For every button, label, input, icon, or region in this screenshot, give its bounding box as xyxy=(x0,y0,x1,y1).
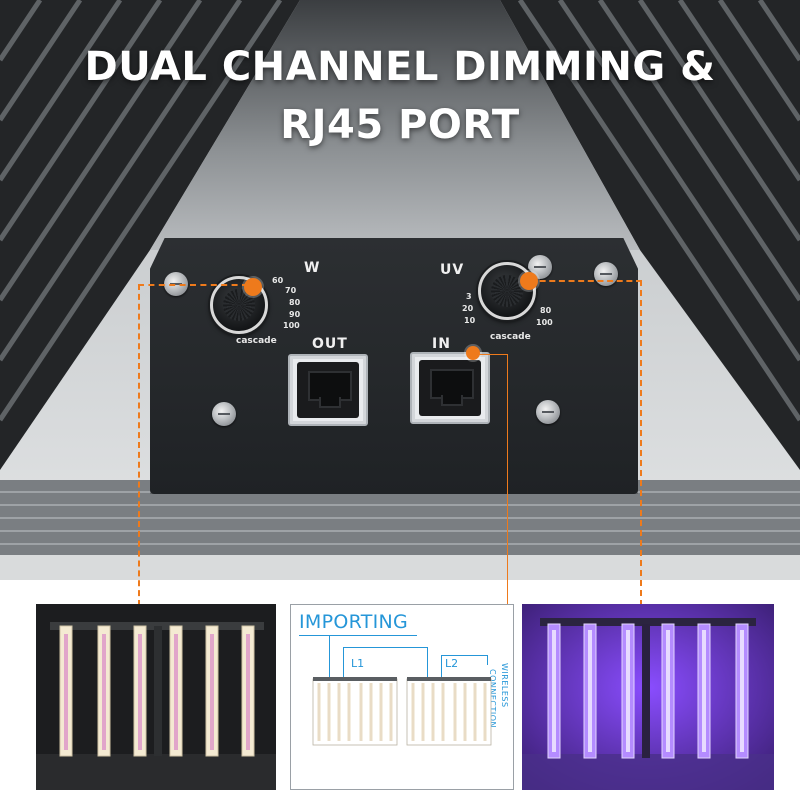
screw-icon xyxy=(594,262,618,286)
rj45-port-icon[interactable] xyxy=(288,354,368,426)
uv-light-photo xyxy=(522,604,774,790)
wireless-label: WIRELESS xyxy=(500,663,509,708)
uv-channel-label: UV xyxy=(440,262,465,278)
screw-icon xyxy=(536,400,560,424)
uv-dimmer-knob[interactable] xyxy=(478,262,536,320)
in-connector-drop xyxy=(507,354,508,606)
grow-light-photo xyxy=(0,0,800,580)
uv-fixture-image xyxy=(522,604,774,790)
title-underline xyxy=(299,635,417,636)
wire-6 xyxy=(441,655,442,679)
controller-panel xyxy=(150,238,638,494)
in-marker-dot xyxy=(466,346,480,360)
uv-scale-20: 20 xyxy=(462,304,474,313)
w-scale-80: 80 xyxy=(289,298,301,307)
wire-4 xyxy=(427,647,428,679)
l1-label: L1 xyxy=(351,657,365,670)
uv-connector-drop xyxy=(640,280,642,606)
rj45-out-socket xyxy=(297,362,359,418)
out-port-label: OUT xyxy=(312,336,348,352)
diagram-title: IMPORTING xyxy=(299,611,409,633)
headline-line-1: DUAL CHANNEL DIMMING & xyxy=(84,44,716,90)
in-port-label: IN xyxy=(432,336,451,352)
wire-1 xyxy=(329,635,330,679)
connection-diagram: IMPORTING L1 L2 WIRELESS CONNECTION xyxy=(290,604,514,790)
white-light-photo xyxy=(36,604,276,790)
wire-2 xyxy=(343,647,344,679)
w-connector-line xyxy=(138,284,248,286)
cascade-label-uv: cascade xyxy=(490,332,531,342)
wire-7 xyxy=(487,655,488,665)
w-scale-100: 100 xyxy=(283,321,300,330)
headline-line-2: RJ45 PORT xyxy=(280,102,520,148)
connection-label: CONNECTION xyxy=(488,669,497,729)
w-scale-60: 60 xyxy=(272,276,284,285)
uv-scale-3: 3 xyxy=(466,292,472,301)
uv-marker-dot xyxy=(520,272,538,290)
uv-connector-line xyxy=(530,280,642,282)
hero-photo: DUAL CHANNEL DIMMING & RJ45 PORT W 60 70… xyxy=(0,0,800,580)
l2-label: L2 xyxy=(445,657,459,670)
uv-scale-80: 80 xyxy=(540,306,552,315)
headline: DUAL CHANNEL DIMMING & RJ45 PORT xyxy=(0,38,800,154)
rj45-in-socket xyxy=(419,360,481,416)
rj45-port-icon[interactable] xyxy=(410,352,490,424)
wire-5 xyxy=(441,655,487,656)
in-connector-line xyxy=(472,354,508,355)
w-scale-90: 90 xyxy=(289,310,301,319)
wire-3 xyxy=(343,647,427,648)
w-channel-label: W xyxy=(304,260,321,276)
w-marker-dot xyxy=(244,278,262,296)
white-fixture-image xyxy=(36,604,276,790)
cascade-label-w: cascade xyxy=(236,336,277,346)
screw-icon xyxy=(212,402,236,426)
uv-scale-10: 10 xyxy=(464,316,476,325)
uv-scale-100: 100 xyxy=(536,318,553,327)
w-connector-drop xyxy=(138,284,140,606)
w-scale-70: 70 xyxy=(285,286,297,295)
fixture-icons xyxy=(312,677,492,746)
